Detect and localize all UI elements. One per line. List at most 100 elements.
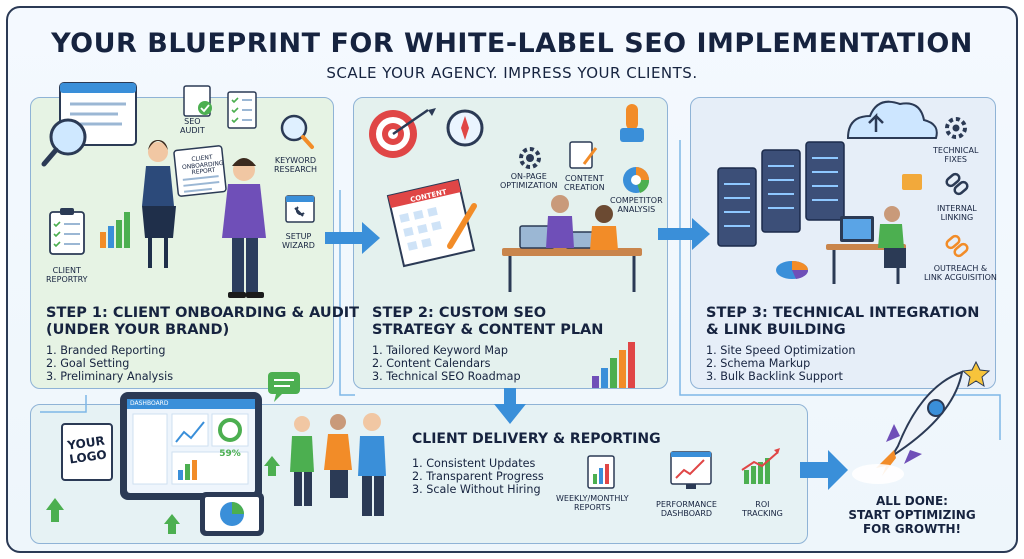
client-team-figures bbox=[290, 413, 386, 516]
step1-title: STEP 1: CLIENT ONBOARDING & AUDIT (UNDER… bbox=[46, 305, 359, 339]
chat-bubble-icon bbox=[268, 372, 300, 402]
client-report-label: CLIENT REPORTRY bbox=[46, 266, 88, 284]
weekly-reports-icon bbox=[587, 455, 615, 489]
arrow-step1-to-step2 bbox=[325, 222, 380, 254]
client-report-label-line2: REPORTRY bbox=[46, 275, 88, 284]
setup-wizard-label-line2: WIZARD bbox=[282, 241, 315, 250]
onpage-label-line1: ON-PAGE bbox=[510, 172, 547, 181]
competitor-label-line1: COMPETITOR bbox=[610, 196, 663, 205]
outreach-label: OUTREACH & LINK ACGUISITION bbox=[924, 264, 997, 282]
competitor-analysis-label: COMPETITOR ANALYSIS bbox=[610, 196, 663, 214]
step2-title-line1: STEP 2: CUSTOM SEO bbox=[372, 305, 547, 321]
competitor-pie-icon bbox=[623, 167, 650, 193]
list-item: 2. Transparent Progress bbox=[412, 470, 544, 483]
list-item: 3. Scale Without Hiring bbox=[412, 483, 541, 496]
content-creation-doc-icon bbox=[569, 141, 598, 169]
weekly-reports-label-line2: REPORTS bbox=[573, 503, 611, 512]
step2-list: 1. Tailored Keyword Map 2. Content Calen… bbox=[372, 344, 521, 383]
roi-label-line1: ROI bbox=[755, 500, 770, 509]
list-item: 1. Site Speed Optimization bbox=[706, 344, 856, 357]
finale-line1: ALL DONE: bbox=[876, 494, 948, 508]
star-icon bbox=[961, 360, 991, 388]
up-arrow-icons bbox=[46, 456, 280, 534]
cloud-upload-icon bbox=[846, 100, 938, 139]
onpage-gear-icon bbox=[519, 147, 541, 169]
setup-wizard-label-line1: SETUP bbox=[285, 232, 312, 241]
seo-audit-label-line1: SEO bbox=[184, 117, 201, 126]
page-subtitle: SCALE YOUR AGENCY. IMPRESS YOUR CLIENTS. bbox=[326, 64, 698, 82]
arrow-step2-to-delivery bbox=[494, 388, 526, 424]
list-item: 3. Bulk Backlink Support bbox=[706, 370, 843, 383]
client-man-figure bbox=[222, 158, 266, 298]
target-icon bbox=[369, 108, 436, 158]
compass-icon bbox=[446, 109, 484, 147]
finale-line3: FOR GROWTH! bbox=[862, 522, 962, 536]
onboarding-report-document bbox=[173, 145, 227, 197]
roi-label-line2: TRACKING bbox=[742, 509, 783, 518]
arrow-delivery-to-finale bbox=[800, 450, 848, 490]
outreach-label-line2: LINK ACGUISITION bbox=[924, 273, 997, 282]
rocket-icon bbox=[852, 370, 964, 484]
list-item: 3. Technical SEO Roadmap bbox=[372, 370, 521, 383]
performance-label-line1: PERFORMANCE bbox=[656, 500, 717, 509]
arrow-step2-to-step3 bbox=[658, 218, 710, 250]
internal-linking-label-line2: LINKING bbox=[940, 213, 974, 222]
checklist-icon bbox=[227, 91, 257, 129]
step3-title: STEP 3: TECHNICAL INTEGRATION & LINK BUI… bbox=[706, 305, 979, 339]
growth-bar-chart-icon bbox=[592, 342, 635, 388]
technical-fixes-label-line1: TECHNICAL bbox=[933, 146, 979, 155]
list-item: 1. Branded Reporting bbox=[46, 344, 166, 357]
weekly-reports-label-line1: WEEKLY/MONTHLY bbox=[556, 494, 629, 503]
list-item: 2. Schema Markup bbox=[706, 357, 811, 370]
content-creation-label: CONTENT CREATION bbox=[564, 174, 605, 192]
page-title: YOUR BLUEPRINT FOR WHITE-LABEL SEO IMPLE… bbox=[51, 28, 973, 59]
seo-audit-label-line2: AUDIT bbox=[180, 126, 205, 135]
analytics-pie-icon bbox=[776, 261, 809, 279]
delivery-title: CLIENT DELIVERY & REPORTING bbox=[412, 431, 661, 447]
internal-linking-label-line1: INTERNAL bbox=[937, 204, 977, 213]
performance-dashboard-icon bbox=[670, 451, 712, 489]
performance-label-line2: DASHBOARD bbox=[660, 509, 713, 518]
dashboard-stat: 59% bbox=[219, 449, 241, 459]
rocket-flame-icon bbox=[620, 104, 644, 142]
keyword-research-label-line2: RESEARCH bbox=[274, 165, 317, 174]
content-creation-label-line2: CREATION bbox=[564, 183, 605, 192]
performance-dashboard-label: PERFORMANCE DASHBOARD bbox=[656, 500, 717, 518]
finale-text: ALL DONE: START OPTIMIZING FOR GROWTH! bbox=[822, 494, 1002, 536]
step2-title: STEP 2: CUSTOM SEO STRATEGY & CONTENT PL… bbox=[372, 305, 603, 339]
client-report-label-line1: CLIENT bbox=[52, 266, 81, 275]
content-calendar-icon bbox=[386, 178, 477, 268]
weekly-reports-label: WEEKLY/MONTHLY REPORTS bbox=[556, 494, 629, 512]
list-item: 1. Consistent Updates bbox=[412, 457, 536, 470]
step1-title-line2: (UNDER YOUR BRAND) bbox=[46, 322, 230, 338]
logo-placeholder bbox=[61, 423, 113, 481]
server-rack-icons bbox=[717, 141, 845, 247]
developer-desk-illustration bbox=[826, 206, 906, 284]
keyword-research-label-line1: KEYWORD bbox=[274, 156, 317, 165]
setup-wizard-label: SETUP WIZARD bbox=[282, 232, 315, 250]
technical-fixes-label: TECHNICAL FIXES bbox=[933, 146, 978, 164]
roi-tracking-label: ROI TRACKING bbox=[742, 500, 783, 518]
setup-wizard-icon bbox=[285, 195, 315, 223]
content-creation-label-line1: CONTENT bbox=[564, 174, 604, 183]
step3-title-line1: STEP 3: TECHNICAL INTEGRATION bbox=[706, 305, 980, 321]
client-report-clipboard-icon bbox=[49, 208, 85, 255]
outreach-label-line1: OUTREACH & bbox=[933, 264, 988, 273]
step2-title-line2: STRATEGY & CONTENT PLAN bbox=[372, 322, 604, 338]
phone-pie-chart bbox=[200, 492, 264, 536]
tablet-dashboard-title: DASHBOARD bbox=[130, 400, 169, 407]
list-item: 2. Goal Setting bbox=[46, 357, 130, 370]
seo-audit-label: SEO AUDIT bbox=[180, 117, 205, 135]
list-item: 2. Content Calendars bbox=[372, 357, 491, 370]
onpage-optimization-label: ON-PAGE OPTIMIZATION bbox=[500, 172, 558, 190]
consultant-woman-figure bbox=[142, 140, 176, 268]
roi-tracking-icon bbox=[741, 448, 780, 484]
mini-bar-chart-icon bbox=[100, 212, 130, 248]
folder-icon bbox=[902, 174, 922, 190]
keyword-research-icon bbox=[280, 114, 314, 149]
delivery-list: 1. Consistent Updates 2. Transparent Pro… bbox=[412, 457, 544, 496]
step3-title-line2: & LINK BUILDING bbox=[706, 322, 846, 338]
onpage-label-line2: OPTIMIZATION bbox=[500, 181, 558, 190]
competitor-label-line2: ANALYSIS bbox=[617, 205, 656, 214]
